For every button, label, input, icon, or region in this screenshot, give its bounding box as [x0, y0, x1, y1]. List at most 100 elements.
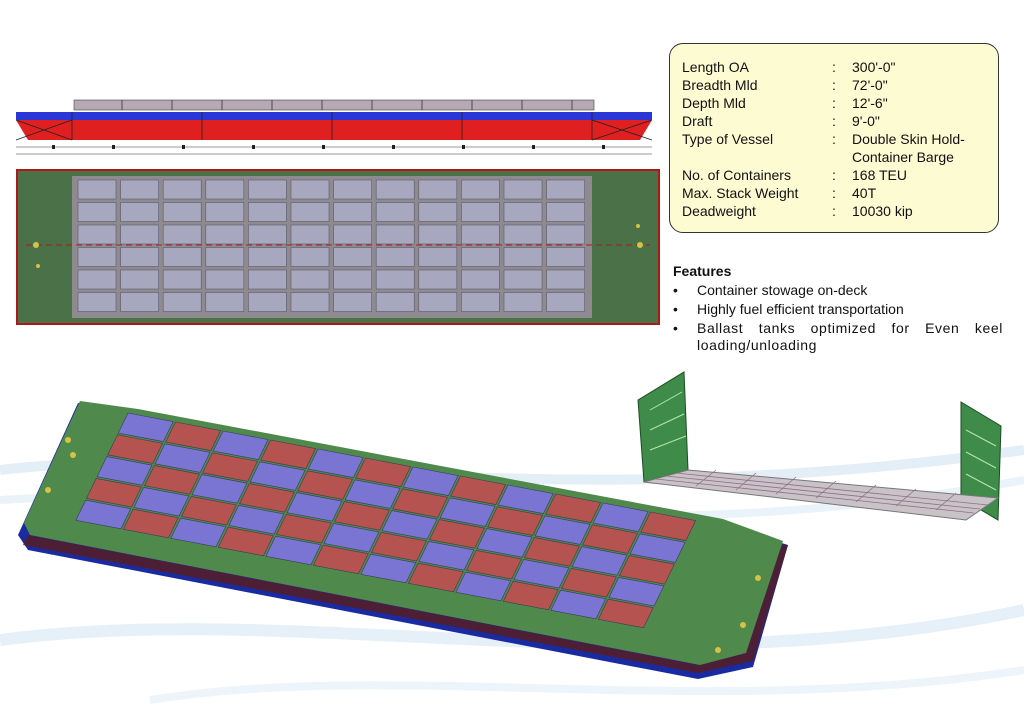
plan-container-slot: [503, 292, 543, 312]
plan-container-slot: [375, 292, 415, 312]
plan-container-slot: [546, 202, 585, 222]
plan-container-slot: [77, 224, 117, 245]
plan-container-slot: [461, 292, 500, 312]
barge-container-block: [502, 580, 559, 611]
barge-container-block: [165, 421, 222, 451]
barge-container-block: [381, 510, 438, 540]
barge-container-block: [582, 524, 638, 554]
plan-container-slot: [77, 269, 117, 290]
plan-container-slot: [333, 224, 372, 245]
barge-container-block: [513, 559, 570, 589]
plan-container-slot: [333, 179, 372, 200]
plan-container-slot: [418, 202, 458, 222]
bullet-icon: •: [673, 320, 679, 336]
plan-container-slot: [375, 179, 415, 200]
barge-3d-render: [18, 401, 788, 679]
plan-container-slot: [77, 247, 117, 267]
hold-section-3d-render: [637, 371, 1002, 521]
barge-container-block: [360, 553, 417, 584]
features-title: Features: [673, 263, 732, 279]
spec-value: 168 TEU: [852, 167, 907, 183]
barge-container-block: [307, 448, 364, 478]
spec-separator: :: [832, 167, 836, 183]
profile-elevation-drawing: [15, 99, 653, 155]
spec-value: 9'-0": [852, 113, 880, 129]
plan-container-slot: [290, 224, 330, 245]
barge-container-block: [133, 487, 190, 517]
barge-container-block: [86, 478, 142, 508]
barge-container-block: [228, 505, 285, 535]
spec-separator: :: [832, 95, 836, 111]
spec-value: 72'-0": [852, 77, 888, 93]
plan-container-slot: [120, 224, 159, 245]
feature-item: •Ballast tanks optimized for Even keel l…: [673, 320, 1003, 354]
plan-container-slot: [248, 269, 287, 290]
plan-container-slot: [333, 202, 372, 222]
spec-label: No. of Containers: [682, 167, 791, 183]
plan-container-slot: [248, 224, 287, 245]
spec-row: Length OA:300'-0": [682, 58, 992, 76]
plan-container-slot: [120, 292, 159, 312]
spec-label: Deadweight: [682, 203, 756, 219]
plan-container-slot: [162, 247, 202, 267]
spec-value: Double Skin Hold-Container Barge: [852, 131, 965, 165]
plan-container-slot: [162, 292, 202, 312]
spec-value: 300'-0": [852, 59, 896, 75]
plan-container-slot: [546, 269, 585, 290]
plan-container-slot: [205, 247, 245, 267]
plan-container-slot: [290, 292, 330, 312]
plan-container-slot: [162, 224, 202, 245]
plan-container-slot: [120, 247, 159, 267]
barge-container-block: [260, 439, 317, 469]
barge-container-block: [450, 475, 507, 505]
spec-separator: :: [832, 203, 836, 219]
spec-separator: :: [832, 77, 836, 93]
barge-container-block: [355, 457, 412, 487]
plan-container-slot: [503, 247, 543, 267]
bullet-icon: •: [673, 282, 678, 298]
spec-value: 10030 kip: [852, 203, 913, 219]
barge-container-block: [545, 493, 602, 523]
barge-container-block: [524, 537, 580, 567]
plan-container-slot: [77, 292, 117, 312]
spec-separator: :: [832, 59, 836, 75]
barge-container-block: [212, 430, 269, 460]
plan-container-slot: [375, 224, 415, 245]
spec-row: Depth Mld:12'-6": [682, 94, 992, 112]
barge-container-block: [107, 434, 163, 464]
plan-container-slot: [375, 202, 415, 222]
plan-container-slot: [205, 269, 245, 290]
spec-label: Draft: [682, 113, 713, 129]
barge-container-block: [154, 443, 211, 473]
barge-container-block: [96, 456, 153, 486]
barge-container-block: [392, 488, 448, 518]
plan-container-slot: [461, 247, 500, 267]
plan-container-slot: [375, 247, 415, 267]
plan-container-slot: [461, 269, 500, 290]
barge-container-block: [75, 499, 132, 530]
barge-container-block: [276, 514, 332, 544]
specifications-table: Length OA:300'-0"Breadth Mld:72'-0"Depth…: [682, 58, 992, 220]
barge-container-block: [429, 519, 485, 549]
plan-container-slot: [205, 224, 245, 245]
barge-container-block: [571, 546, 628, 576]
plan-container-slot: [205, 202, 245, 222]
plan-container-slot: [461, 202, 500, 222]
spec-row: No. of Containers:168 TEU: [682, 166, 992, 184]
feature-text: Highly fuel efficient transportation: [697, 301, 904, 317]
plan-container-slot: [333, 247, 372, 267]
plan-container-slot: [418, 179, 458, 200]
plan-container-slot: [290, 179, 330, 200]
spec-row: Type of Vessel:Double Skin Hold-Containe…: [682, 130, 992, 166]
plan-container-slot: [205, 292, 245, 312]
spec-row: Deadweight:10030 kip: [682, 202, 992, 220]
spec-row: Breadth Mld:72'-0": [682, 76, 992, 94]
feature-item: •Container stowage on-deck: [673, 282, 1003, 299]
plan-container-slot: [503, 202, 543, 222]
plan-container-slot: [290, 202, 330, 222]
plan-container-slot: [120, 202, 159, 222]
barge-container-block: [371, 532, 427, 562]
spec-value: 40T: [852, 185, 877, 201]
barge-container-block: [202, 452, 258, 482]
plan-container-slot: [162, 202, 202, 222]
